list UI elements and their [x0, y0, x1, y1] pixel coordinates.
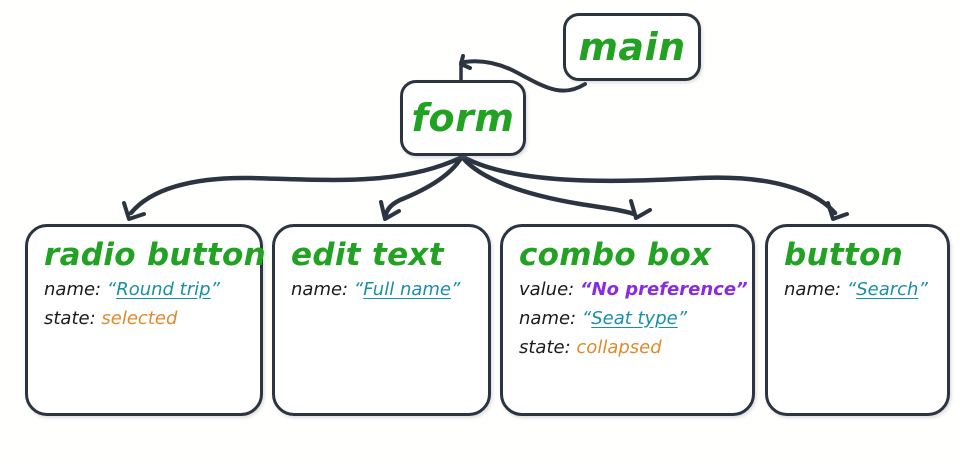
prop-radio-button-state: state: selected [44, 307, 244, 329]
node-radio-button[interactable]: radio button name: “Round trip” state: s… [25, 224, 266, 416]
prop-combo-box-name: name: “Seat type” [519, 307, 736, 329]
prop-key: name: [519, 307, 577, 329]
node-form[interactable]: form [400, 80, 526, 156]
node-main[interactable]: main [563, 13, 701, 81]
quote-close: ” [451, 278, 461, 300]
quote-open: “ [353, 278, 364, 300]
prop-radio-button-name: name: “Round trip” [44, 278, 244, 300]
quote-open: “ [846, 278, 857, 300]
node-combo-box-title: combo box [519, 237, 712, 273]
node-button-title: button [784, 237, 904, 273]
prop-value-text: Full name [363, 278, 451, 300]
edge-form-to-radio-button [128, 155, 463, 216]
prop-edit-text-name: name: “Full name” [291, 278, 472, 300]
node-main-label: main [578, 25, 686, 69]
prop-button-name: name: “Search” [784, 278, 931, 300]
prop-value-state: collapsed [576, 336, 662, 358]
quote-open: “ [579, 278, 592, 300]
prop-value-accent: “No preference” [580, 279, 748, 300]
prop-combo-box-value: value: “No preference” [519, 278, 748, 300]
node-button[interactable]: button name: “Search” [765, 224, 950, 416]
quote-open: “ [581, 307, 592, 329]
node-edit-text[interactable]: edit text name: “Full name” [272, 224, 491, 416]
prop-key: name: [44, 278, 102, 300]
arrowhead-edit-text [379, 200, 401, 221]
arrowhead-form [459, 54, 472, 70]
node-edit-text-title: edit text [291, 237, 444, 273]
prop-value-string: “Round trip” [107, 279, 220, 300]
quote-close: ” [736, 278, 748, 300]
prop-value-state: selected [101, 307, 178, 329]
node-radio-button-title: radio button [44, 237, 266, 273]
prop-value-text: Seat type [591, 307, 678, 329]
prop-value-text: No preference [591, 278, 737, 300]
edge-form-to-combo-box [460, 155, 637, 217]
prop-value-text: Search [856, 278, 919, 300]
quote-open: “ [106, 278, 117, 300]
quote-close: ” [210, 278, 220, 300]
prop-key: value: [519, 278, 575, 300]
arrowhead-combo-box [629, 199, 652, 220]
prop-key: name: [291, 278, 349, 300]
prop-value-text: Round trip [116, 278, 211, 300]
quote-close: ” [677, 307, 688, 329]
edge-form-to-edit-text [383, 155, 464, 217]
prop-value-string: “Seat type” [582, 308, 687, 329]
node-form-label: form [411, 96, 515, 140]
arrowhead-button [826, 201, 849, 221]
arrowhead-radio-button [122, 201, 146, 221]
prop-value-string: “Full name” [354, 279, 460, 300]
prop-key: name: [784, 278, 842, 300]
prop-key: state: [44, 307, 96, 329]
edge-form-to-button [462, 155, 838, 216]
prop-combo-box-state: state: collapsed [519, 336, 736, 358]
prop-value-string: “Search” [847, 279, 928, 300]
prop-key: state: [519, 336, 571, 358]
node-combo-box[interactable]: combo box value: “No preference” name: “… [500, 224, 755, 416]
quote-close: ” [918, 278, 928, 300]
